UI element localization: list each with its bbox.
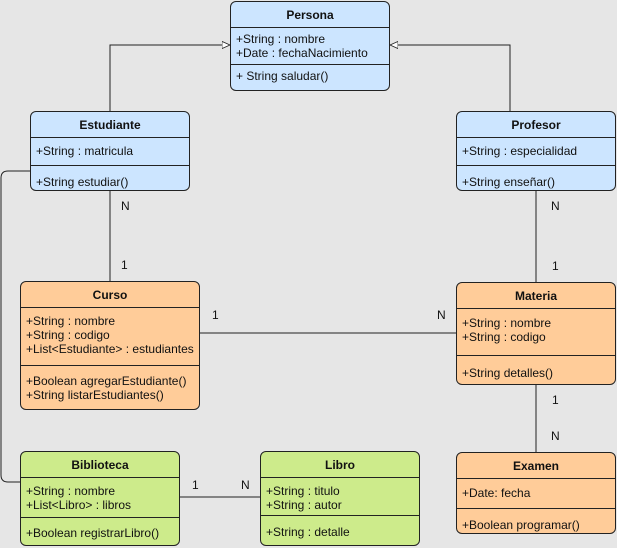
- class-curso-attributes: +String : nombre +String : codigo +List<…: [21, 308, 199, 366]
- method: + String saludar(): [236, 69, 329, 83]
- attribute: +Date : fechaNacimiento: [236, 46, 368, 60]
- multiplicity-label: 1: [552, 393, 559, 407]
- class-libro[interactable]: Libro +String : titulo +String : autor +…: [260, 451, 420, 546]
- multiplicity-label: N: [121, 199, 130, 213]
- class-examen-attributes: +Date: fecha: [457, 479, 615, 509]
- class-materia-title: Materia: [457, 283, 615, 309]
- class-libro-attributes: +String : titulo +String : autor: [261, 478, 419, 516]
- class-biblioteca[interactable]: Biblioteca +String : nombre +List<Libro>…: [20, 451, 180, 546]
- method: +String enseñar(): [462, 175, 556, 189]
- class-persona-attributes: +String : nombre +Date : fechaNacimiento: [231, 28, 389, 65]
- class-profesor-methods: +String enseñar(): [457, 166, 615, 189]
- attribute: +String : autor: [266, 498, 342, 512]
- attribute: +String : nombre: [462, 316, 552, 330]
- class-libro-methods: +String : detalle: [261, 516, 419, 539]
- class-materia[interactable]: Materia +String : nombre +String : codig…: [456, 282, 616, 385]
- attribute: +String : titulo: [266, 484, 340, 498]
- attribute: +Date: fecha: [462, 486, 531, 500]
- class-curso-title: Curso: [21, 282, 199, 308]
- attribute: +String : codigo: [26, 328, 110, 342]
- attribute: +List<Estudiante> : estudiantes: [26, 342, 194, 356]
- method: +String : detalle: [266, 525, 350, 539]
- class-profesor-title: Profesor: [457, 112, 615, 138]
- class-estudiante-title: Estudiante: [31, 112, 189, 138]
- class-examen-title: Examen: [457, 453, 615, 479]
- multiplicity-label: N: [551, 429, 560, 443]
- class-biblioteca-attributes: +String : nombre +List<Libro> : libros: [21, 478, 179, 518]
- attribute: +String : nombre: [236, 32, 326, 46]
- multiplicity-label: N: [437, 308, 446, 322]
- class-estudiante-attributes: +String : matricula: [31, 138, 189, 166]
- attribute: +String : nombre: [26, 314, 116, 328]
- inheritance-profesor-persona: [390, 45, 511, 111]
- method: +String estudiar(): [36, 175, 129, 189]
- multiplicity-label: 1: [552, 259, 559, 273]
- association-estudiante-biblioteca: [0, 170, 30, 483]
- class-libro-title: Libro: [261, 452, 419, 478]
- attribute: +String : codigo: [462, 330, 546, 344]
- multiplicity-label: 1: [212, 308, 219, 322]
- attribute: +List<Libro> : libros: [26, 498, 132, 512]
- inheritance-estudiante-persona: [109, 45, 230, 111]
- method: +String detalles(): [462, 366, 554, 380]
- method: +Boolean agregarEstudiante(): [26, 374, 187, 388]
- class-biblioteca-title: Biblioteca: [21, 452, 179, 478]
- class-examen-methods: +Boolean programar(): [457, 509, 615, 532]
- class-profesor-attributes: +String : especialidad: [457, 138, 615, 166]
- multiplicity-label: 1: [192, 478, 199, 492]
- attribute: +String : especialidad: [462, 144, 578, 158]
- multiplicity-label: N: [241, 478, 250, 492]
- class-persona-methods: + String saludar(): [231, 65, 389, 83]
- class-persona[interactable]: Persona +String : nombre +Date : fechaNa…: [230, 1, 390, 91]
- class-profesor[interactable]: Profesor +String : especialidad +String …: [456, 111, 616, 191]
- attribute: +String : matricula: [36, 144, 134, 158]
- class-estudiante[interactable]: Estudiante +String : matricula +String e…: [30, 111, 190, 191]
- multiplicity-label: N: [551, 199, 560, 213]
- attribute: +String : nombre: [26, 484, 116, 498]
- class-materia-attributes: +String : nombre +String : codigo: [457, 309, 615, 356]
- class-materia-methods: +String detalles(): [457, 356, 615, 380]
- class-estudiante-methods: +String estudiar(): [31, 166, 189, 189]
- class-curso[interactable]: Curso +String : nombre +String : codigo …: [20, 281, 200, 410]
- method: +Boolean registrarLibro(): [26, 526, 160, 540]
- class-curso-methods: +Boolean agregarEstudiante() +String lis…: [21, 366, 199, 402]
- class-examen[interactable]: Examen +Date: fecha +Boolean programar(): [456, 452, 616, 534]
- multiplicity-label: 1: [121, 258, 128, 272]
- class-biblioteca-methods: +Boolean registrarLibro(): [21, 518, 179, 540]
- class-persona-title: Persona: [231, 2, 389, 28]
- method: +String listarEstudiantes(): [26, 388, 164, 402]
- method: +Boolean programar(): [462, 518, 580, 532]
